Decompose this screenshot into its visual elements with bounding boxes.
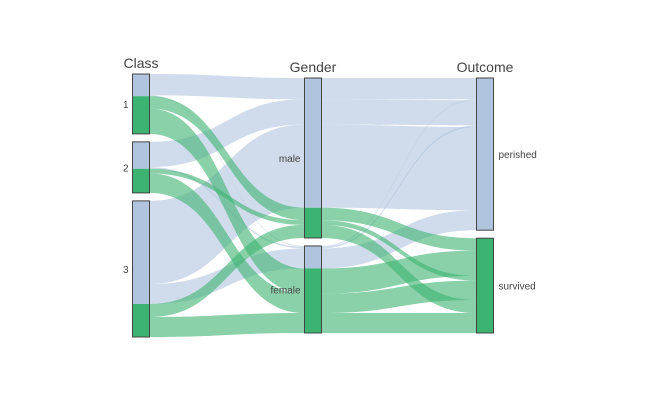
node-gender-female[interactable]	[304, 245, 322, 334]
node-outcome-perished-perished[interactable]	[476, 78, 494, 231]
node-gender-male-perished[interactable]	[304, 78, 322, 208]
ribbon-2-female-survived-seg1[interactable]	[321, 280, 477, 314]
node-class-1-perished[interactable]	[132, 74, 150, 97]
dimension-title-class: Class	[123, 55, 158, 71]
label-layer: 1 2 3 Class male female Gender perished survived…	[123, 55, 537, 296]
category-label-class-3: 3	[123, 265, 129, 276]
node-gender-male-survived[interactable]	[304, 207, 322, 238]
node-gender-male[interactable]	[304, 77, 322, 239]
ribbon-1-female-survived-seg0[interactable]	[149, 108, 305, 294]
ribbon-3-male-perished-seg1[interactable]	[321, 124, 477, 211]
ribbon-3-female-perished-seg1[interactable]	[321, 210, 477, 269]
category-label-class-1: 1	[123, 100, 129, 111]
node-outcome-survived[interactable]	[476, 237, 494, 334]
ribbon-3-male-survived-seg0[interactable]	[149, 224, 305, 318]
node-layer	[132, 73, 494, 338]
node-class-1-survived[interactable]	[132, 96, 150, 134]
node-outcome-perished[interactable]	[476, 77, 494, 231]
node-class-1[interactable]	[132, 73, 150, 135]
ribbon-2-female-survived-seg0[interactable]	[149, 173, 305, 314]
ribbon-2-male-perished-seg1[interactable]	[321, 99, 477, 126]
ribbon-1-male-perished-seg0[interactable]	[149, 74, 305, 100]
node-class-3-survived[interactable]	[132, 304, 150, 337]
node-gender-female-perished[interactable]	[304, 245, 322, 269]
node-class-2[interactable]	[132, 141, 150, 194]
ribbon-3-female-survived-seg0[interactable]	[149, 313, 305, 337]
ribbon-layer	[149, 74, 477, 337]
ribbon-1-male-survived-seg0[interactable]	[149, 96, 305, 221]
category-label-outcome-perished: perished	[499, 150, 537, 161]
ribbon-3-female-survived-seg1[interactable]	[321, 313, 477, 333]
dimension-title-outcome: Outcome	[457, 59, 514, 75]
node-gender-female-survived[interactable]	[304, 268, 322, 333]
ribbon-1-male-survived-seg1[interactable]	[321, 207, 477, 251]
node-outcome-survived-survived[interactable]	[476, 238, 494, 333]
category-label-outcome-survived: survived	[499, 282, 536, 293]
node-class-2-perished[interactable]	[132, 141, 150, 169]
category-label-gender-male: male	[279, 154, 301, 165]
dimension-title-gender: Gender	[290, 59, 337, 75]
ribbon-3-male-survived-seg1[interactable]	[321, 224, 477, 314]
node-class-2-survived[interactable]	[132, 168, 150, 193]
category-label-class-2: 2	[123, 163, 129, 174]
node-class-3-perished[interactable]	[132, 200, 150, 305]
ribbon-1-male-perished-seg1[interactable]	[321, 78, 477, 100]
node-class-3[interactable]	[132, 200, 150, 338]
category-label-gender-female: female	[270, 285, 300, 296]
ribbon-2-male-survived-seg1[interactable]	[321, 220, 477, 281]
ribbon-2-male-survived-seg0[interactable]	[149, 168, 305, 225]
